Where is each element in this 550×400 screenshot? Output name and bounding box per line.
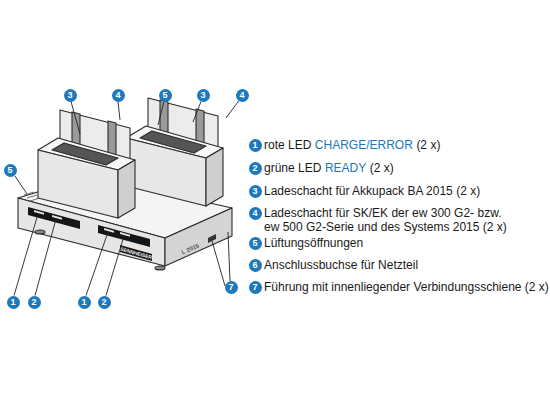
front-panels: [28, 207, 216, 261]
callout-number: 1: [7, 296, 20, 309]
callout-number: 5: [4, 164, 17, 177]
legend-row: grüne LED READY (2 x): [264, 161, 394, 175]
callout-number: 3: [64, 89, 77, 102]
legend-text: Ladeschacht für Akkupack BA 2015 (2 x): [264, 184, 480, 198]
legend-text: CHARGE/ERROR: [315, 138, 413, 152]
legend-row: Lüftungsöffnungen: [264, 236, 363, 250]
callout-number: 4: [249, 207, 262, 220]
callout-number: 2: [98, 296, 111, 309]
leader-lines: [14, 101, 239, 296]
legend-row: Führung mit innenliegender Verbindungssc…: [264, 280, 549, 294]
callout-number: 7: [249, 281, 262, 294]
legend-text: (2 x): [370, 161, 394, 175]
callout-number: 2: [249, 162, 262, 175]
callout-number: 4: [112, 89, 125, 102]
legend-text: Anschlussbuchse für Netzteil: [264, 258, 418, 272]
legend-row: Anschlussbuchse für Netzteil: [264, 258, 418, 272]
legend-row: Ladeschacht für Akkupack BA 2015 (2 x): [264, 184, 480, 198]
right-cradle: [126, 98, 223, 206]
legend-text: rote LED: [264, 138, 311, 152]
callout-number: 3: [249, 185, 262, 198]
legend-row: Ladeschacht für SK/EK der ew 300 G2- bzw…: [264, 206, 512, 234]
legend-text: grüne LED: [264, 161, 321, 175]
legend-text: Führung mit innenliegender Verbindungssc…: [264, 280, 549, 294]
left-cradle: [38, 110, 135, 218]
callout-number: 4: [236, 89, 249, 102]
legend-text: Ladeschacht für SK/EK der ew 300 G2- bzw…: [264, 206, 512, 234]
callout-number: 3: [197, 89, 210, 102]
callout-number: 5: [249, 237, 262, 250]
legend-text: Lüftungsöffnungen: [264, 236, 363, 250]
callout-number: 2: [28, 296, 41, 309]
callout-number: 6: [249, 259, 262, 272]
callout-number: 7: [225, 281, 238, 294]
callout-number: 5: [159, 89, 172, 102]
legend-row: rote LED CHARGE/ERROR(2 x): [264, 138, 440, 152]
legend-text: READY: [325, 161, 366, 175]
callout-number: 1: [78, 296, 91, 309]
callout-number: 1: [249, 139, 262, 152]
legend-text: (2 x): [416, 138, 440, 152]
